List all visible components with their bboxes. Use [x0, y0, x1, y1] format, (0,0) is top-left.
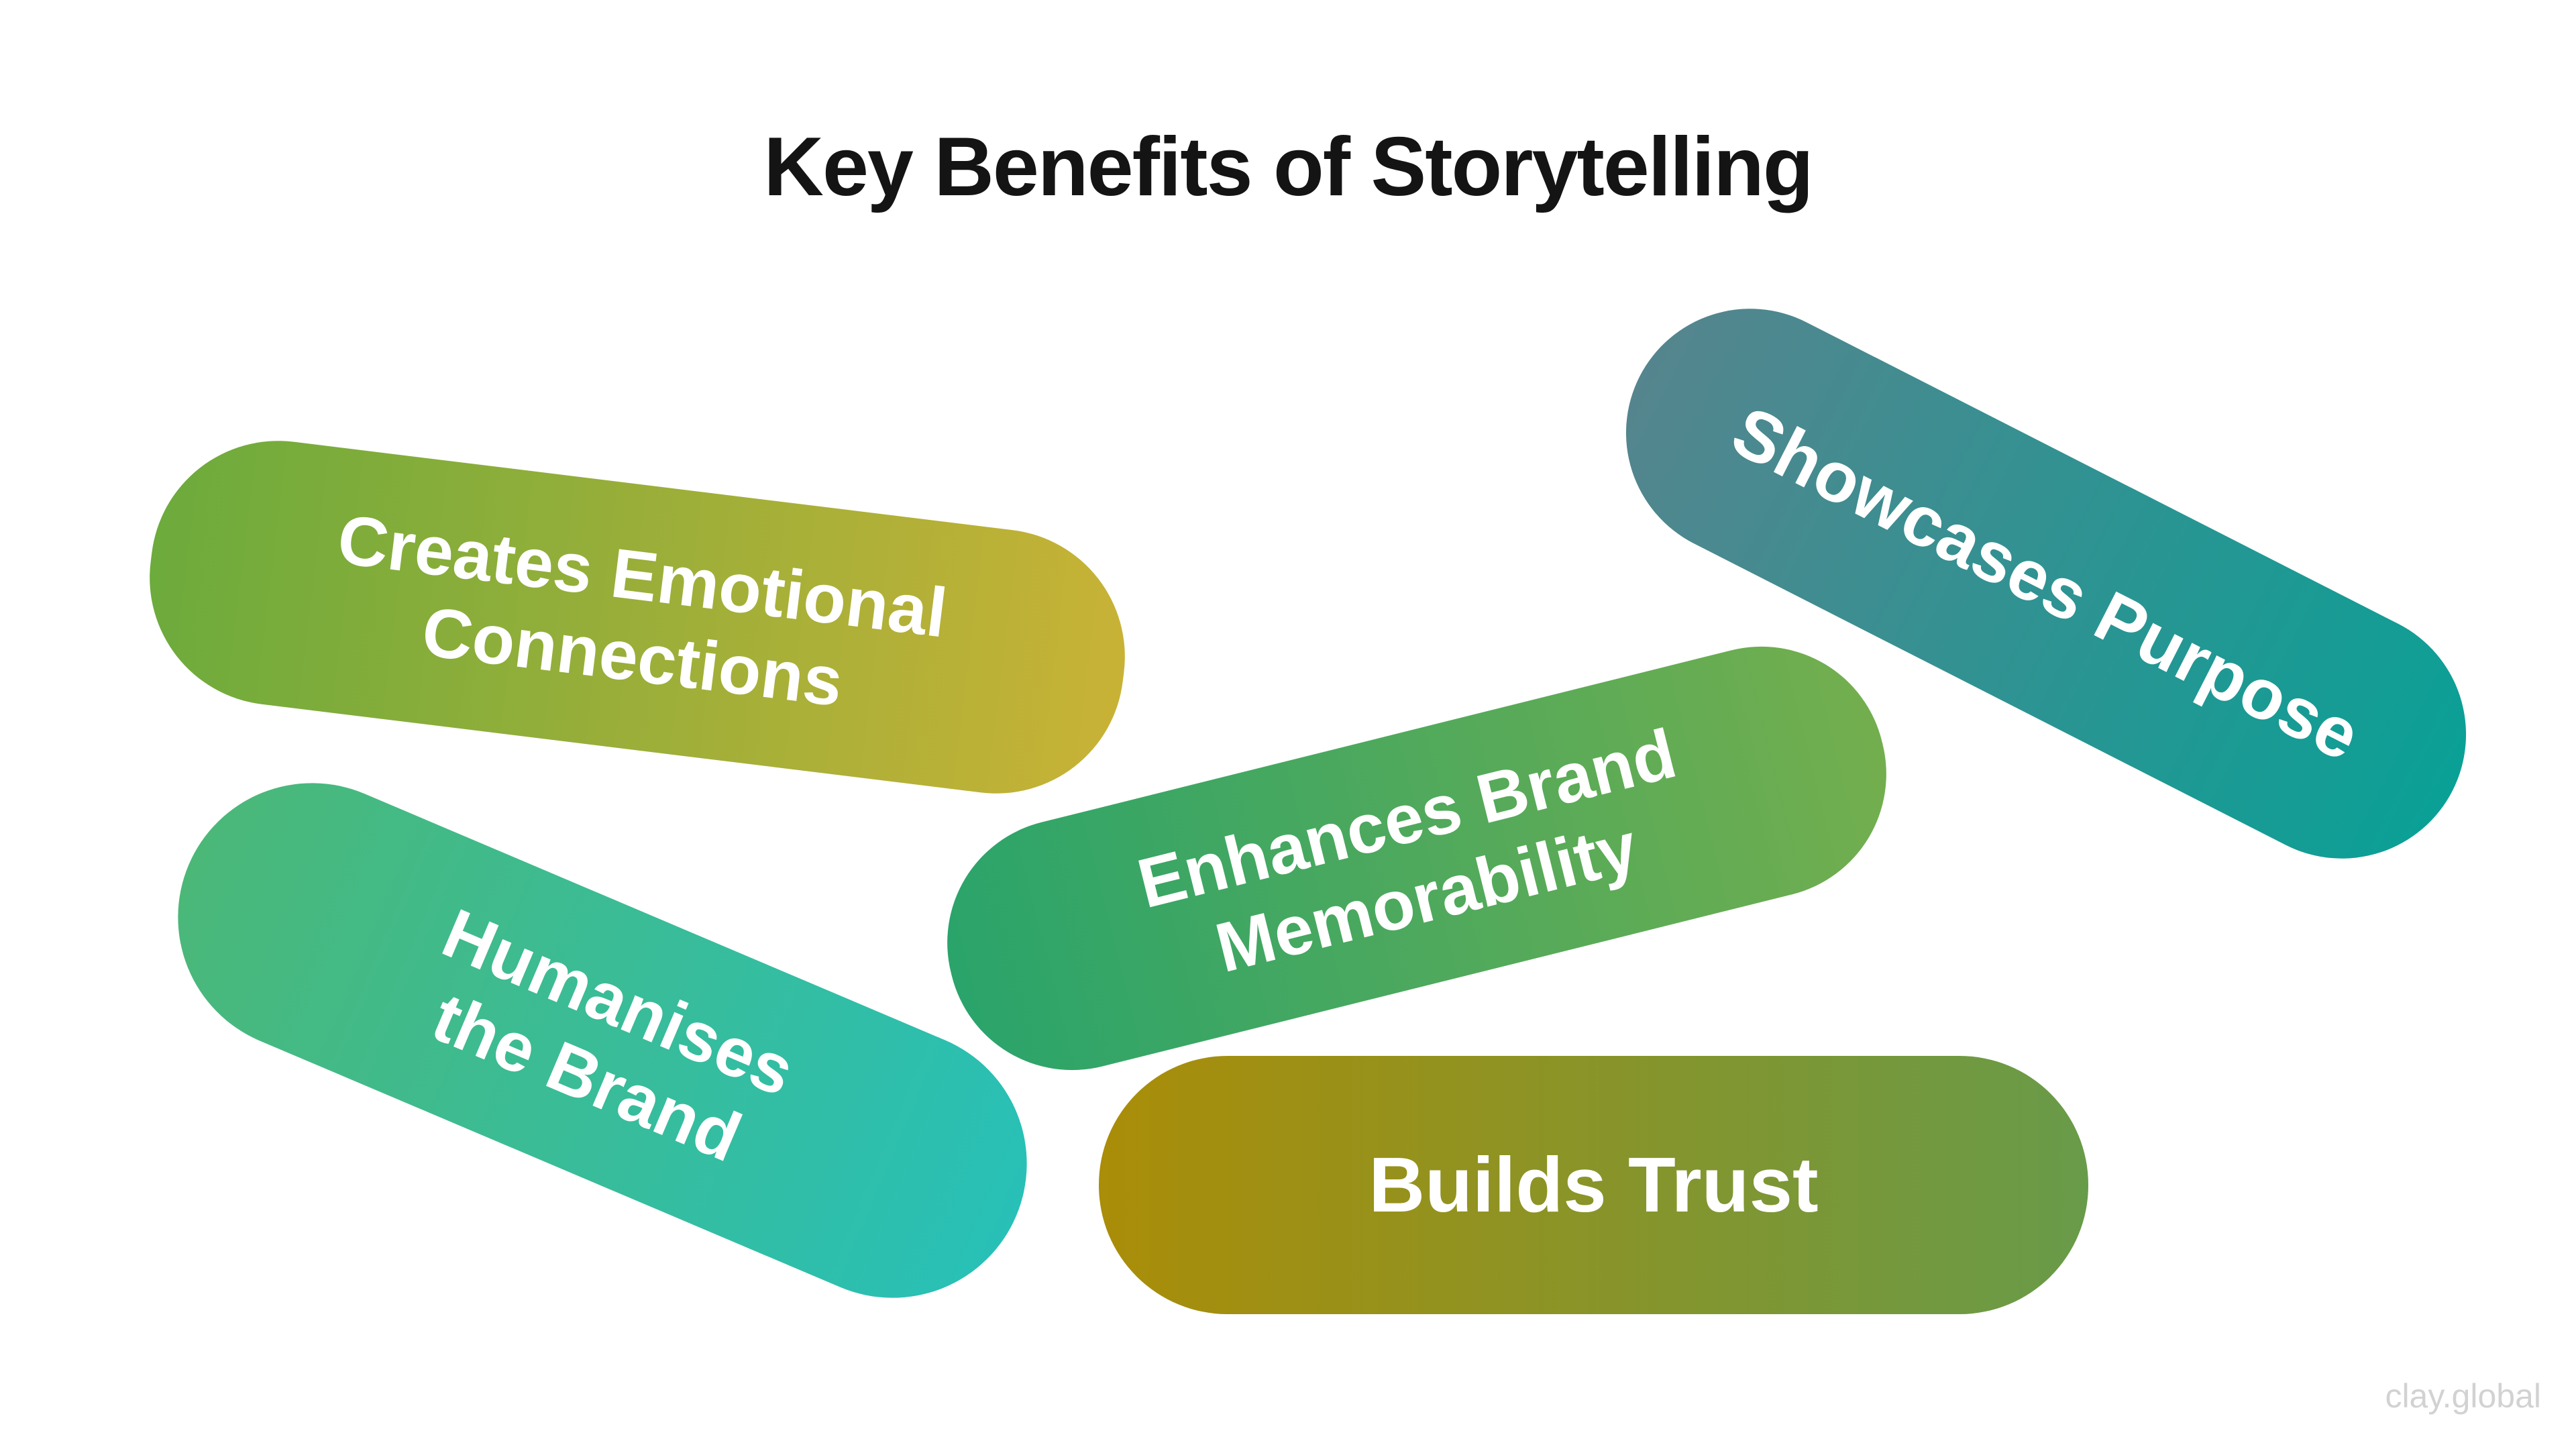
pill-label-line-1: Builds Trust: [1368, 1141, 1819, 1229]
pill-creates-emotional-connections: Creates Emotional Connections: [135, 426, 1140, 808]
watermark: clay.global: [2385, 1377, 2541, 1415]
pill-label: Humanises the Brand: [399, 894, 805, 1188]
page-title: Key Benefits of Storytelling: [763, 121, 1813, 213]
pill-humanises-the-brand: Humanises the Brand: [136, 741, 1069, 1340]
pill-builds-trust: Builds Trust: [1099, 1056, 2088, 1314]
pill-label: Creates Emotional Connections: [323, 500, 951, 735]
pill-label: Enhances Brand Memorability: [1130, 713, 1704, 1004]
pill-label: Builds Trust: [1368, 1140, 1818, 1230]
